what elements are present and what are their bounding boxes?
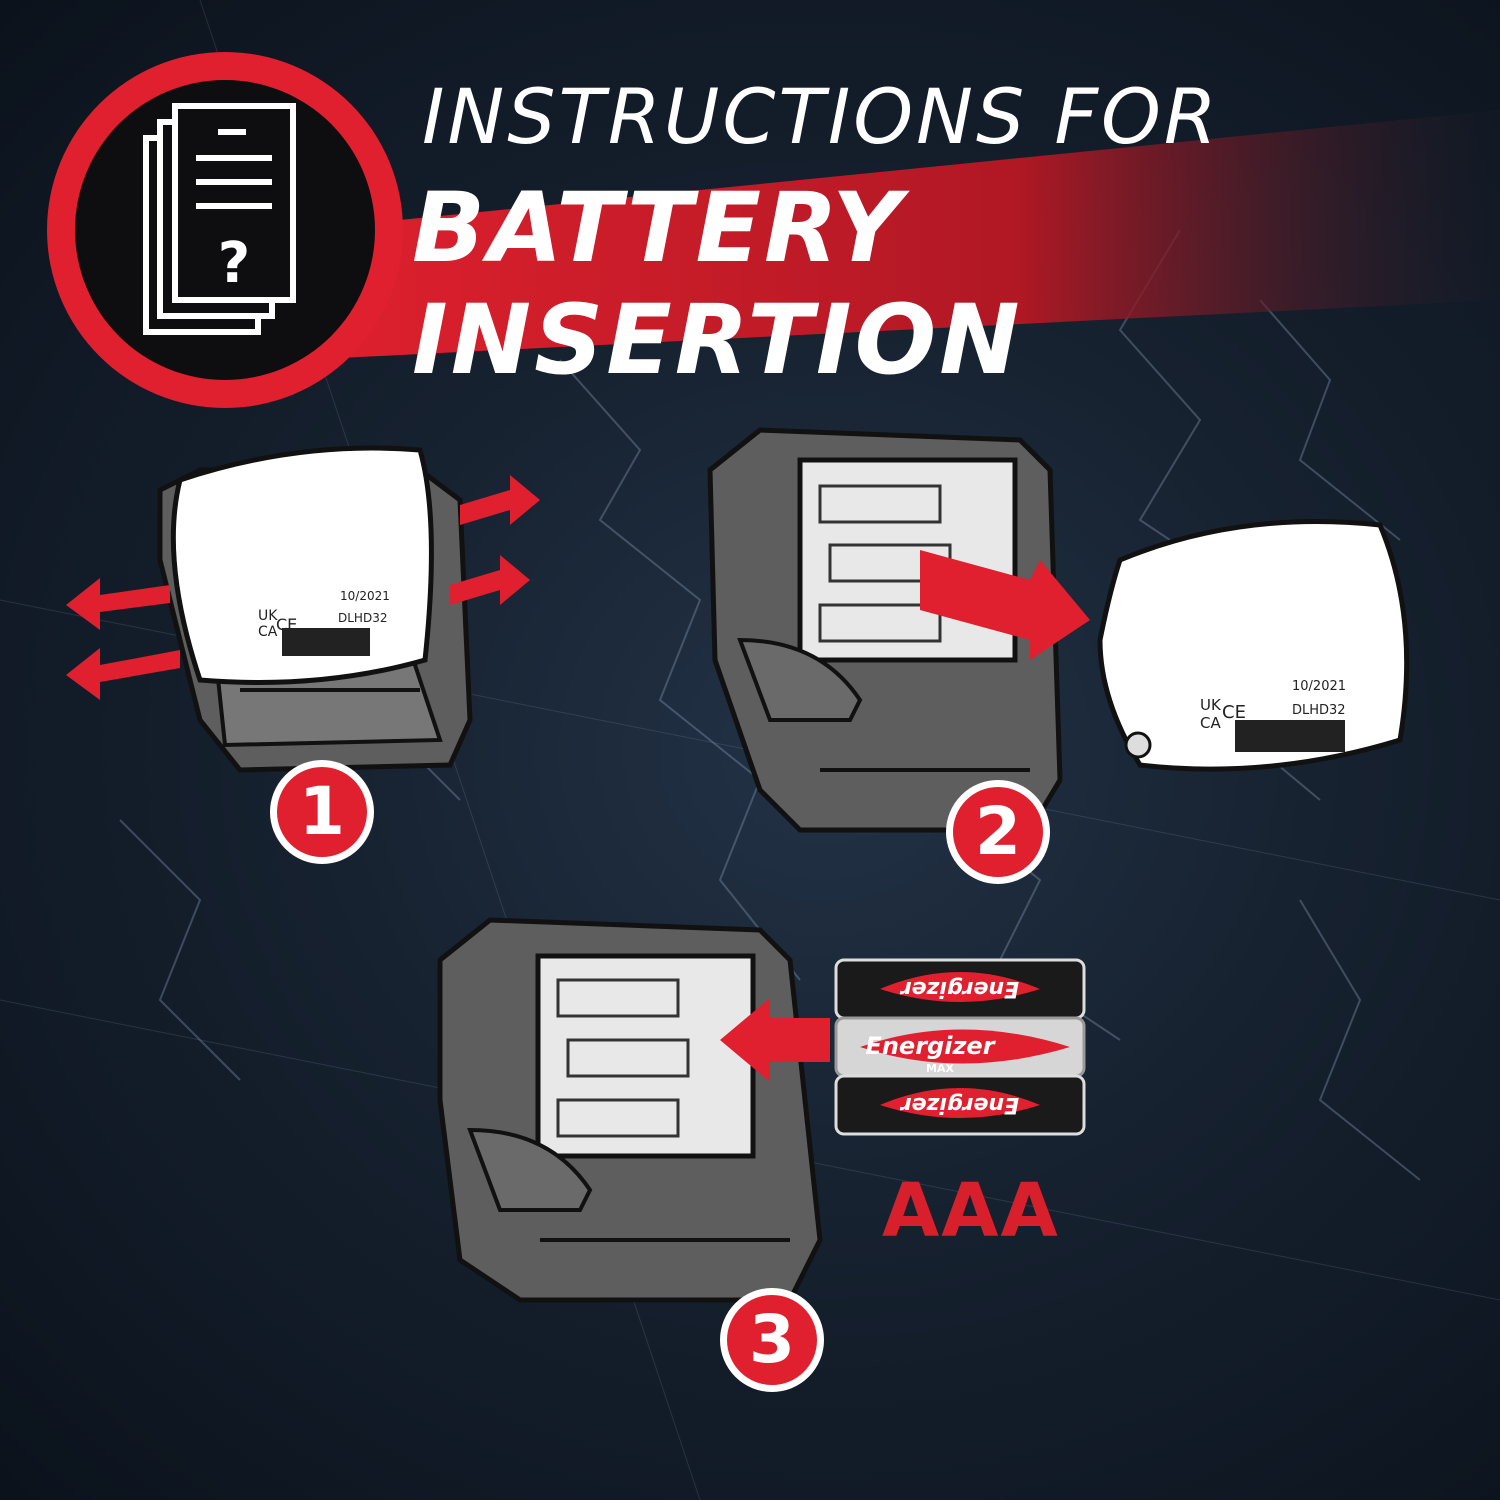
detached-cover: UK CA CE 10/2021 DLHD32 — [1097, 519, 1410, 772]
svg-text:10/2021: 10/2021 — [340, 589, 390, 603]
svg-text:CE: CE — [276, 615, 297, 634]
cover-mark-uk: UK — [1200, 696, 1222, 714]
headlamp-device-3 — [437, 917, 823, 1303]
step-number-2: 2 — [946, 780, 1050, 884]
battery-3-brand: Energizer — [900, 1092, 1019, 1117]
battery-2: Energizer MAX — [834, 1016, 1086, 1078]
title-line-2: BATTERY INSERTION — [412, 172, 1023, 396]
battery-2-brand: Energizer — [865, 1032, 996, 1060]
battery-stack: Energizer Energizer MAX Energizer — [834, 958, 1086, 1136]
battery-1: Energizer — [834, 958, 1086, 1020]
battery-1-brand: Energizer — [900, 976, 1019, 1001]
detach-arrow — [920, 550, 1090, 660]
cover-code: 10/2021 — [1292, 679, 1346, 694]
svg-text:DLHD32: DLHD32 — [338, 611, 387, 625]
battery-2-variant: MAX — [926, 1062, 954, 1075]
cover-mark-ce: CE — [1222, 702, 1246, 723]
battery-3: Energizer — [834, 1074, 1086, 1136]
cover-mark-ca: CA — [1200, 714, 1221, 732]
cover-model: DLHD32 — [1292, 703, 1346, 718]
svg-text:CA: CA — [258, 624, 278, 640]
banner-stripe — [300, 110, 1500, 360]
headlamp-device-2 — [707, 427, 1063, 833]
svg-text:UK: UK — [258, 608, 278, 624]
svg-text:?: ? — [218, 231, 250, 296]
battery-cover-1: UK CA CE 10/2021 DLHD32 — [170, 445, 434, 685]
battery-type-label: AAA — [882, 1168, 1060, 1254]
pull-arrows-1 — [66, 475, 540, 700]
step-number-1: 1 — [270, 760, 374, 864]
insert-arrow — [720, 998, 830, 1082]
title-line-1: INSTRUCTIONS FOR — [422, 72, 1220, 161]
step-number-3: 3 — [720, 1288, 824, 1392]
